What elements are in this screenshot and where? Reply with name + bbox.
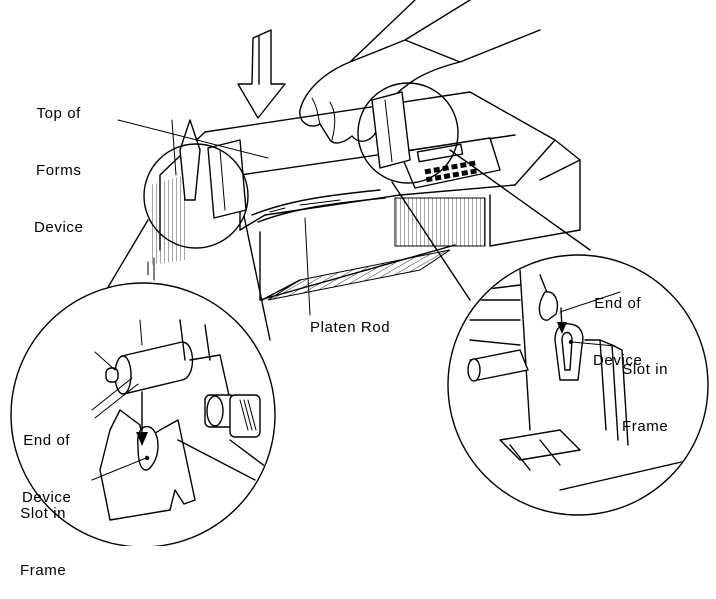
top-of-forms-device-label: Top of Forms Device: [34, 105, 84, 236]
right-detail-inset: [447, 254, 709, 516]
left-end-of-device-label: End of Device: [22, 432, 72, 506]
top-of-forms-leader: [117, 119, 269, 159]
platen-rod-label: Platen Rod: [310, 319, 391, 336]
platen-rod-leader: [304, 217, 311, 316]
left-slot-in-frame-label: Slot in Frame: [20, 505, 67, 579]
right-detail-marker: [357, 82, 459, 184]
right-slot-in-frame-label: Slot in Frame: [622, 361, 669, 435]
left-detail-inset: [10, 282, 276, 546]
printer-body: [147, 91, 581, 301]
hand-illustration: [299, 0, 541, 144]
right-end-of-device-label: End of Device: [593, 295, 643, 369]
insert-direction-arrow: [237, 29, 286, 119]
printer-illustration: [10, 0, 709, 546]
left-detail-marker: [143, 143, 249, 249]
